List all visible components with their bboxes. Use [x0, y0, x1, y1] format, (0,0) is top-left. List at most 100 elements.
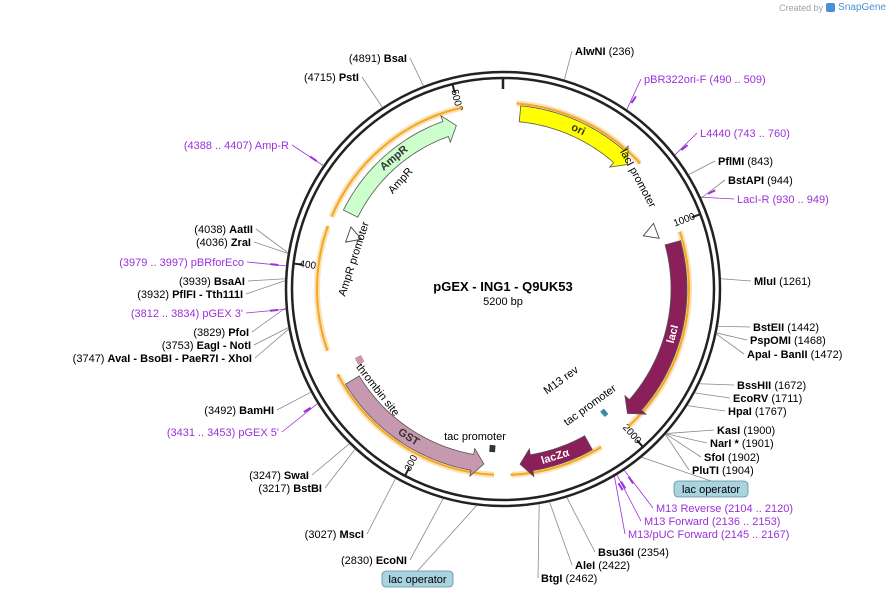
- enzyme-label: (4036) ZraI: [196, 237, 251, 249]
- primer-site-mark: [617, 482, 624, 491]
- tick-label: 1000: [672, 211, 697, 229]
- feature-arrow: [344, 375, 485, 478]
- site-position: (4715): [304, 72, 336, 84]
- primer-site-mark: [707, 189, 716, 195]
- site-leader: [700, 179, 726, 199]
- box-leader: [417, 505, 478, 572]
- site-position: (1904): [722, 465, 754, 477]
- site-name: pGEX 3': [202, 308, 243, 320]
- orf-arc-end: [637, 160, 641, 164]
- site-name: pGEX 5': [238, 427, 279, 439]
- site-name: KasI: [717, 425, 740, 437]
- site-leader: [311, 443, 350, 476]
- site-position: (3431 .. 3453): [167, 427, 236, 439]
- tick-mark: [293, 262, 303, 266]
- primer-label: L4440 (743 .. 760): [700, 128, 790, 140]
- site-leader: [246, 261, 287, 267]
- site-leaders: [245, 50, 752, 579]
- site-position: (3217): [258, 483, 290, 495]
- enzyme-label: (3829) PfoI: [193, 327, 249, 339]
- enzyme-label: (4038) AatII: [194, 224, 253, 236]
- feature-arrow: [519, 435, 593, 478]
- site-leader: [666, 429, 715, 434]
- orf-arc: [330, 106, 461, 218]
- site-position: (3932): [137, 289, 169, 301]
- small-feature: [354, 354, 365, 365]
- site-leader: [700, 196, 735, 200]
- feature-text-label: tac promoter: [444, 431, 506, 443]
- primer-label: (3431 .. 3453) pGEX 5': [167, 427, 279, 439]
- site-name: M13/pUC Forward: [628, 529, 718, 541]
- primer-label: M13 Reverse (2104 .. 2120): [656, 503, 793, 515]
- site-position: (2145 .. 2167): [721, 529, 790, 541]
- enzyme-label: (4715) PstI: [304, 72, 359, 84]
- site-leader: [687, 405, 726, 412]
- enzyme-label: PspOMI (1468): [750, 335, 826, 347]
- orf-arc: [316, 226, 329, 352]
- site-name: EagI - NotI: [197, 340, 251, 352]
- site-name: BstEII: [753, 322, 784, 334]
- site-position: (3247): [249, 470, 281, 482]
- small-feature: [600, 408, 609, 418]
- site-position: (3027): [305, 529, 337, 541]
- site-name: PflMI: [718, 156, 744, 168]
- site-position: (944): [767, 175, 793, 187]
- site-name: BssHII: [737, 380, 771, 392]
- enzyme-label: (3932) PflFI - Tth111I: [137, 289, 243, 301]
- orf-arc-end: [510, 473, 514, 477]
- site-position: (1672): [774, 380, 806, 392]
- site-name: EcoNI: [376, 555, 407, 567]
- orf-arc-end: [628, 423, 632, 427]
- site-leader: [665, 434, 690, 471]
- site-name: BtgI: [541, 573, 562, 585]
- enzyme-label: (3747) AvaI - BsoBI - PaeR7I - XhoI: [73, 353, 252, 365]
- enzyme-label: (3027) MscI: [305, 529, 364, 541]
- enzyme-label: HpaI (1767): [728, 406, 787, 418]
- enzyme-label: (3247) SwaI: [249, 470, 309, 482]
- site-leader: [694, 392, 731, 399]
- site-position: (4388 .. 4407): [184, 140, 253, 152]
- site-position: (2136 .. 2153): [712, 516, 781, 528]
- site-position: (3979 .. 3997): [119, 257, 188, 269]
- enzyme-label: BstAPI (944): [728, 175, 793, 187]
- site-leader: [251, 307, 287, 333]
- site-leader: [688, 160, 716, 176]
- feature-arrow: [342, 114, 457, 218]
- site-position: (3812 .. 3834): [131, 308, 200, 320]
- site-leader: [366, 478, 396, 535]
- ring-outer: [284, 70, 722, 508]
- site-name: BsaI: [384, 53, 407, 65]
- site-leader: [537, 503, 540, 579]
- primer-label: M13/pUC Forward (2145 .. 2167): [628, 529, 789, 541]
- site-leader: [616, 474, 642, 522]
- feature-text-label: M13 rev: [542, 364, 582, 397]
- tick-mark: [404, 467, 411, 477]
- primer-site-mark: [303, 406, 312, 413]
- site-leader: [549, 501, 573, 566]
- site-position: (3829): [193, 327, 225, 339]
- orf-arcs: [314, 100, 692, 478]
- enzyme-label: KasI (1900): [717, 425, 775, 437]
- site-name: MluI: [754, 276, 776, 288]
- enzyme-label: EcoRV (1711): [733, 393, 802, 405]
- site-leader: [276, 391, 312, 411]
- site-name: PluTI: [692, 465, 719, 477]
- site-name: ZraI: [231, 237, 251, 249]
- site-position: (1767): [755, 406, 787, 418]
- site-name: LacI-R: [737, 194, 769, 206]
- primer-site-mark: [627, 476, 634, 485]
- site-position: (2104 .. 2120): [724, 503, 793, 515]
- primer-label: (3812 .. 3834) pGEX 3': [131, 308, 243, 320]
- site-name: BstAPI: [728, 175, 764, 187]
- site-name: Amp-R: [255, 140, 289, 152]
- site-position: (2422): [598, 560, 630, 572]
- site-leader: [674, 132, 698, 156]
- enzyme-label: (2830) EcoNI: [341, 555, 407, 567]
- enzyme-label: (3939) BsaAI: [179, 276, 245, 288]
- feature-label: lacI: [665, 324, 681, 345]
- site-leader: [409, 57, 424, 87]
- brand-name: SnapGene: [838, 2, 886, 13]
- enzyme-label: AlwNI (236): [575, 46, 634, 58]
- site-position: (3492): [204, 405, 236, 417]
- site-name: AlwNI: [575, 46, 606, 58]
